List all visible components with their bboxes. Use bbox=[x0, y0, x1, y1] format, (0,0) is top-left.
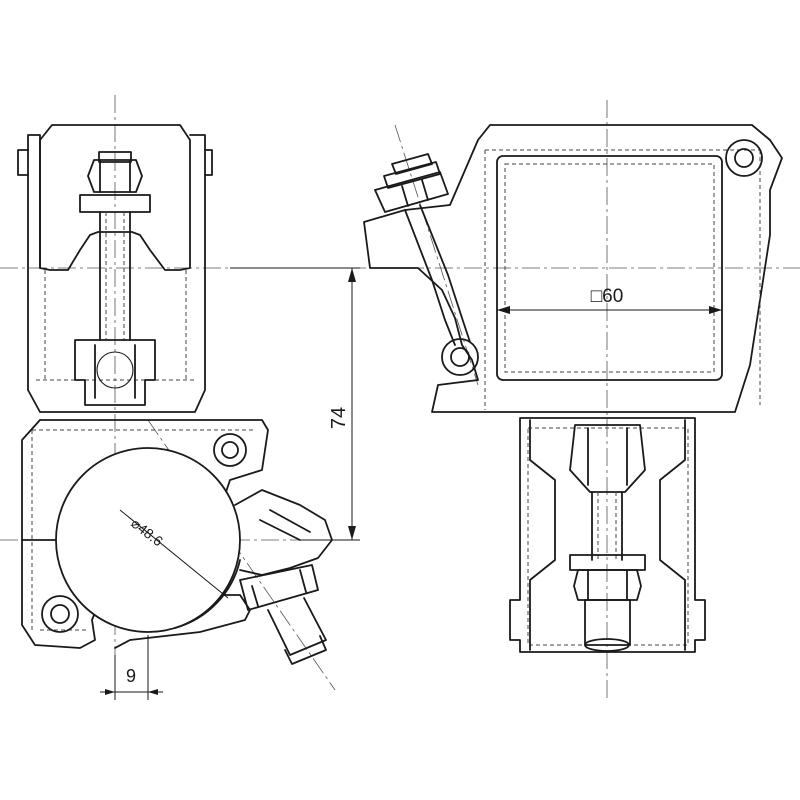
square-dimension-label: □60 bbox=[591, 286, 624, 307]
dimension-74: 74 bbox=[230, 267, 360, 541]
left-lower-clamp bbox=[21, 419, 333, 665]
right-lower-clamp bbox=[509, 417, 706, 653]
right-upper-clamp: □60 bbox=[363, 124, 783, 413]
offset-dimension-label: 9 bbox=[126, 666, 136, 686]
left-upper-clamp bbox=[17, 124, 213, 413]
dimension-9: 9 bbox=[100, 635, 163, 700]
height-dimension-label: 74 bbox=[328, 407, 350, 429]
pipe-section bbox=[55, 447, 241, 633]
